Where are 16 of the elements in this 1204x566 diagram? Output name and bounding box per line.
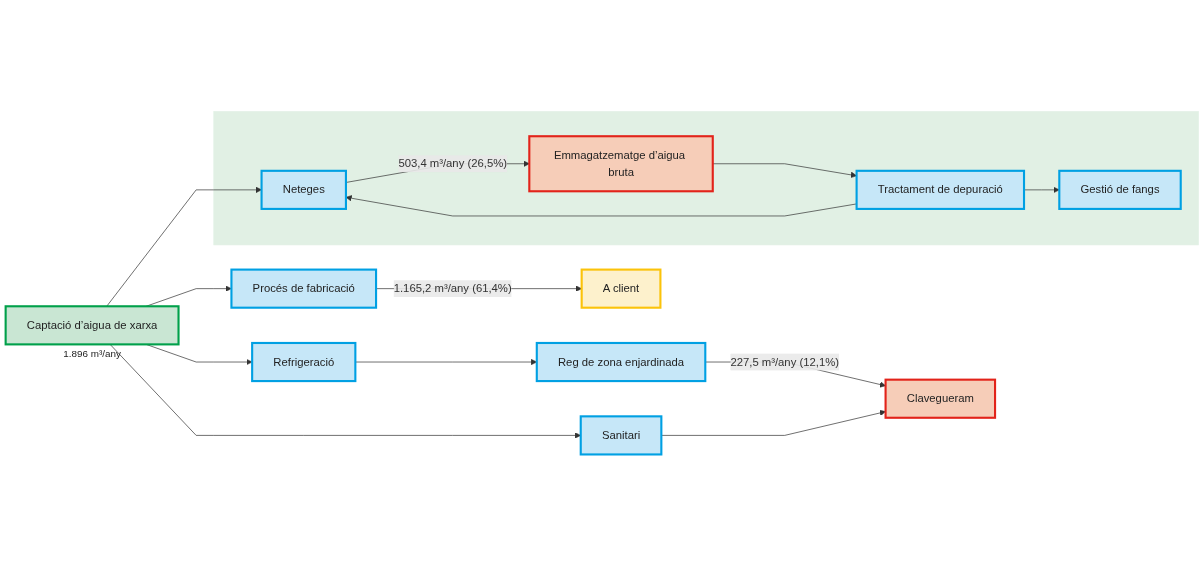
edge-label: 503,4 m³/any (26,5%) [398,157,507,170]
node-box: Procés de fabricació [230,268,378,309]
edge-label: 227,5 m³/any (12,1%) [730,355,839,368]
node-box: Captació d’aigua de xarxa [4,305,180,346]
node-box: Clavegueram [884,378,997,419]
node-box: A client [580,268,662,309]
flow-rate-caption: 1.896 m³/any [63,348,121,360]
node-box: Gestió de fangs [1058,169,1182,210]
edge-label: 1.165,2 m³/any (61,4%) [393,282,512,295]
node-box: Tractament de depuració [855,169,1026,210]
cluster [213,111,1199,246]
node-box: Reg de zona enjardinada [535,341,707,383]
node-box: Refrigeració [251,341,357,383]
node-box: Neteges [260,169,347,210]
node-box: Emmagatzematge d’aigua bruta [528,135,714,193]
node-box: Sanitari [579,415,663,456]
